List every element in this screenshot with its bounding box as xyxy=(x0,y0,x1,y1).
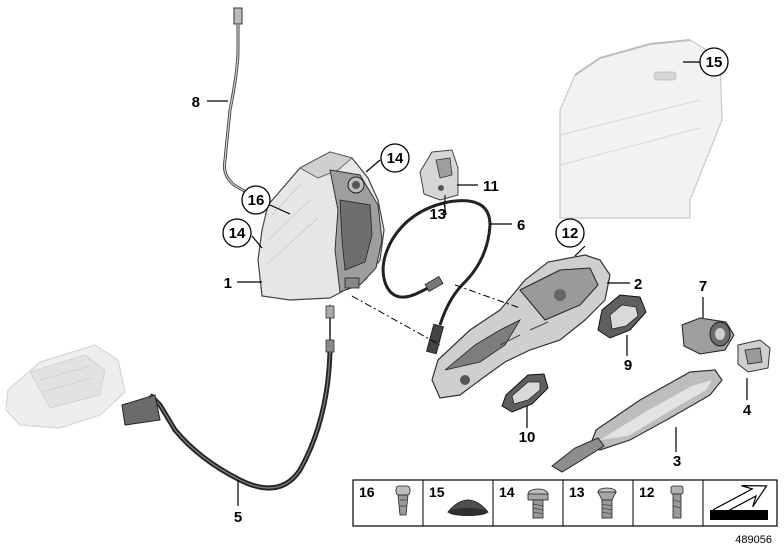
parts-table-number-13: 13 xyxy=(569,484,585,500)
callout-13: 13 xyxy=(429,206,446,223)
circled-callouts: 14 16 14 12 15 xyxy=(222,47,729,248)
parts-table: 16 15 14 13 xyxy=(352,479,778,527)
lock-cylinder-part-7 xyxy=(681,317,735,355)
torx-bolt-icon xyxy=(527,488,549,519)
cable-part-6 xyxy=(381,199,492,355)
callout-12: 12 xyxy=(562,225,579,242)
parts-table-cell-15: 15 xyxy=(429,484,489,516)
callout-8: 8 xyxy=(192,94,200,111)
callout-14-top: 14 xyxy=(387,150,404,167)
door-lock-part-1 xyxy=(257,151,385,301)
rod-part-8 xyxy=(222,7,247,194)
bowden-cable-part-5 xyxy=(121,305,335,491)
pin-bolt-icon xyxy=(670,485,684,519)
callout-15: 15 xyxy=(706,54,723,71)
gasket-part-9 xyxy=(597,294,647,339)
parts-table-cell-16: 16 xyxy=(359,484,411,516)
parts-table-number-14: 14 xyxy=(499,484,515,500)
parts-table-cell-13: 13 xyxy=(569,484,617,519)
callout-10: 10 xyxy=(519,429,536,446)
outer-handle-part-3 xyxy=(551,369,723,473)
clip-icon xyxy=(395,485,411,516)
callout-3: 3 xyxy=(673,453,681,470)
document-number: 489056 xyxy=(735,534,772,546)
callout-6: 6 xyxy=(517,217,525,234)
parts-table-number-12: 12 xyxy=(639,484,655,500)
callout-16: 16 xyxy=(248,192,265,209)
countersunk-screw-icon xyxy=(597,487,617,519)
door-part-15 xyxy=(559,39,723,219)
callout-1: 1 xyxy=(224,275,232,292)
parts-table-number-16: 16 xyxy=(359,484,375,500)
gasket-part-10 xyxy=(501,373,549,413)
callout-4: 4 xyxy=(743,402,752,419)
callout-labels: 8 1 11 6 2 7 4 3 9 10 5 13 xyxy=(192,94,752,526)
callout-7: 7 xyxy=(699,278,707,295)
inner-handle-housing xyxy=(5,344,126,429)
callout-2: 2 xyxy=(634,276,642,293)
cap-part-4 xyxy=(737,339,771,373)
parts-table-number-15: 15 xyxy=(429,484,445,500)
bracket-part-11 xyxy=(419,149,459,201)
callout-5: 5 xyxy=(234,509,242,526)
parts-table-cell-12: 12 xyxy=(639,484,684,519)
leader-lines xyxy=(207,61,748,506)
callout-14-left: 14 xyxy=(229,225,246,242)
callout-11: 11 xyxy=(483,178,499,195)
detail-arrow-icon xyxy=(710,485,768,520)
callout-9: 9 xyxy=(624,357,632,374)
handle-carrier-part-2 xyxy=(431,254,611,399)
dome-plug-icon xyxy=(447,499,489,516)
parts-table-cell-14: 14 xyxy=(499,484,549,519)
